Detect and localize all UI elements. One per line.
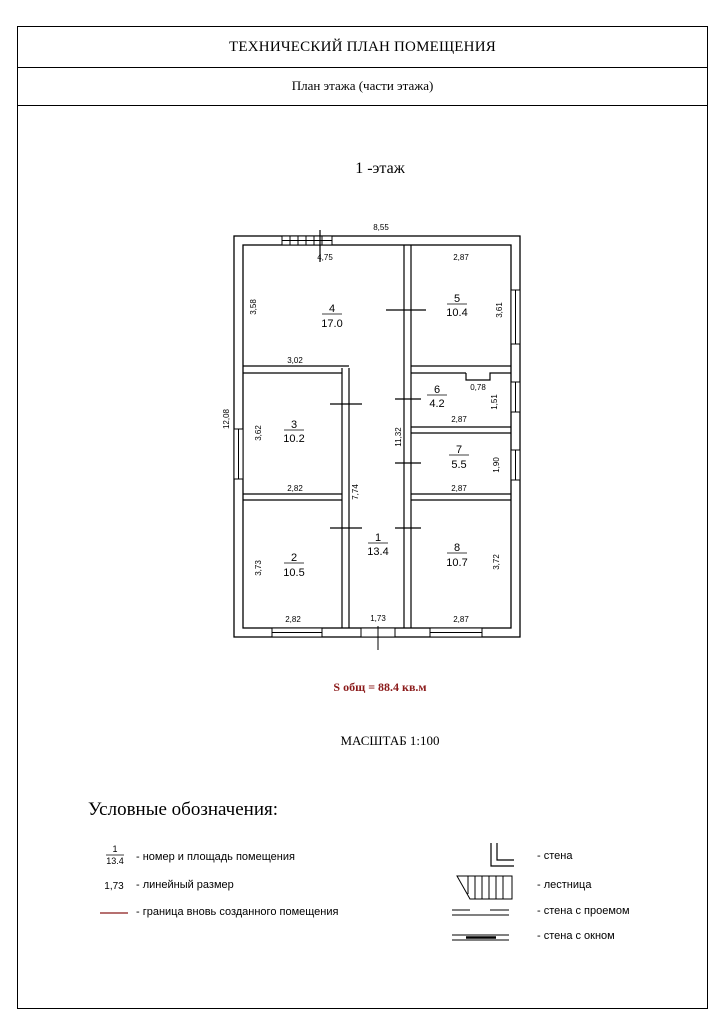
dim-room5-top: 2,87 <box>453 253 469 262</box>
dim-corridor-bottom: 1,73 <box>370 614 386 623</box>
dim-right-block-height: 11,32 <box>394 427 403 447</box>
dim-room5-height: 3,61 <box>495 302 504 318</box>
windows <box>233 235 521 638</box>
dim-room7-height: 1,90 <box>492 457 501 473</box>
dim-corridor-height: 7,74 <box>351 484 360 500</box>
dim-room2-bottom: 2,82 <box>285 615 301 624</box>
legend-stairs: - лестница <box>537 879 592 891</box>
window-symbol <box>452 934 509 941</box>
legend-wall-with-window: - стена с окном <box>537 930 615 942</box>
wall-symbol <box>490 843 514 867</box>
interior-walls <box>243 245 511 628</box>
dim-room4-height: 3,58 <box>249 299 258 315</box>
room-8-number: 8 <box>454 542 460 554</box>
room-4-number: 4 <box>329 303 335 315</box>
dimension-labels: 8,55 4,75 3,02 2,82 2,82 1,73 2,87 0,78 … <box>222 223 504 624</box>
room-2-number: 2 <box>291 552 297 564</box>
room-1-area: 13.4 <box>367 546 388 558</box>
dim-room8-bottom: 2,87 <box>453 615 469 624</box>
document-title: ТЕХНИЧЕСКИЙ ПЛАН ПОМЕЩЕНИЯ <box>18 27 707 68</box>
drawing-sheet: ТЕХНИЧЕСКИЙ ПЛАН ПОМЕЩЕНИЯ План этажа (ч… <box>17 26 708 1009</box>
room-8-area: 10.7 <box>446 557 467 569</box>
room-6-area: 4.2 <box>429 398 444 410</box>
room-2-area: 10.5 <box>283 567 304 579</box>
room-5-number: 5 <box>454 293 460 305</box>
legend-wall: - стена <box>537 850 573 862</box>
room-1-number: 1 <box>375 532 381 544</box>
stairs-symbol <box>456 875 513 900</box>
legend-symbols <box>100 843 514 941</box>
outer-walls <box>233 235 521 638</box>
room-5-area: 10.4 <box>446 307 467 319</box>
scale-label: МАСШТАБ 1:100 <box>340 733 440 748</box>
legend-room-number-area: - номер и площадь помещения <box>136 851 295 863</box>
dim-overall-height: 12,08 <box>222 408 231 429</box>
dim-room3-height: 3,62 <box>254 425 263 441</box>
legend-wall-with-opening: - стена с проемом <box>537 905 630 917</box>
dim-room8-height: 3,72 <box>492 554 501 570</box>
dim-room3-bottom: 2,82 <box>287 484 303 493</box>
dim-room4-top: 4,75 <box>317 253 333 262</box>
room-7-area: 5.5 <box>451 459 466 471</box>
dim-room6-bottom: 2,87 <box>451 415 467 424</box>
room-6-number: 6 <box>434 384 440 396</box>
legend-new-room-border: - граница вновь созданного помещения <box>136 906 339 918</box>
legend-sample-area: 13.4 <box>106 856 124 866</box>
room-3-area: 10.2 <box>283 433 304 445</box>
total-area: S общ = 88.4 кв.м <box>333 680 427 694</box>
legend-linear-dimension: - линейный размер <box>136 879 234 891</box>
dim-room4-bottom: 3,02 <box>287 356 303 365</box>
dim-room6-notch: 0,78 <box>470 383 486 392</box>
floor-title: 1 -этаж <box>355 160 405 177</box>
entrance-door <box>360 626 396 650</box>
room-7-number: 7 <box>456 444 462 456</box>
legend-title: Условные обозначения: <box>88 799 279 820</box>
document-subtitle: План этажа (части этажа) <box>18 67 707 106</box>
dim-room6-height: 1,51 <box>490 394 499 410</box>
dim-room7-bottom: 2,87 <box>451 484 467 493</box>
room-labels: 1 13.4 2 10.5 3 10.2 4 17.0 5 10.4 6 4.2… <box>283 293 469 579</box>
dim-overall-width: 8,55 <box>373 223 389 232</box>
dim-room2-height: 3,73 <box>254 560 263 576</box>
legend-sample-dimension: 1,73 <box>104 881 124 892</box>
door-marks <box>319 230 426 529</box>
legend-sample-number: 1 <box>112 844 118 854</box>
room-4-area: 17.0 <box>321 318 342 330</box>
opening-symbol <box>452 909 509 916</box>
room-3-number: 3 <box>291 419 297 431</box>
